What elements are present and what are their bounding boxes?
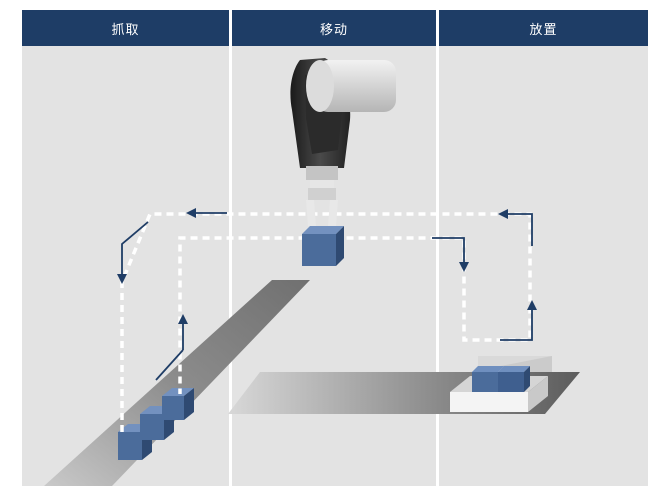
box-on-belt-3 — [162, 388, 194, 420]
stage-label-move: 移动 — [319, 22, 348, 38]
stage-header-pick: 抓取 — [22, 10, 229, 46]
robot-motor-housing — [316, 60, 396, 112]
stage-label-pick: 抓取 — [111, 22, 140, 38]
stage-label-place: 放置 — [529, 22, 558, 38]
conveyor-belt-infeed — [44, 280, 310, 486]
placed-boxes — [472, 366, 530, 392]
panel-place — [439, 46, 648, 486]
stage-header-move: 移动 — [232, 10, 436, 46]
box-in-gripper — [302, 226, 344, 266]
stage-header-place: 放置 — [439, 10, 648, 46]
motion-path-dashes — [120, 212, 532, 432]
robot-arm — [290, 58, 396, 226]
direction-arrows — [121, 212, 533, 381]
arrow-heads — [117, 208, 537, 324]
